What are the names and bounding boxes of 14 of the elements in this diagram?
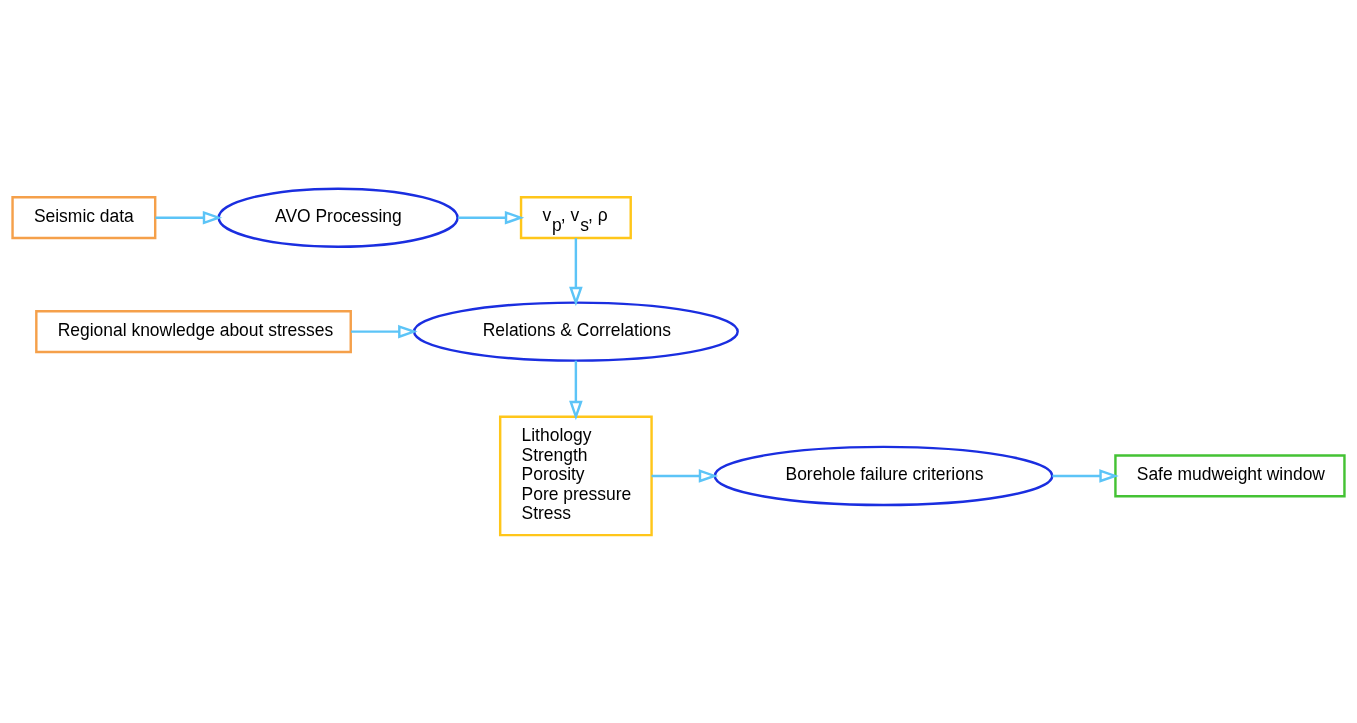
arrow — [1052, 468, 1119, 483]
node-ellipse: Borehole failure criterions — [713, 445, 1054, 506]
arrow — [457, 210, 525, 224]
node-ellipse: Relations & Correlations — [412, 300, 739, 362]
arrow — [155, 210, 223, 224]
arrow — [651, 468, 719, 483]
node-box: Safe mudweight window — [1114, 453, 1346, 497]
node-box: Seismic data — [11, 195, 157, 239]
node-ellipse: AVO Processing — [217, 186, 459, 248]
arrow — [351, 324, 418, 338]
node-box: Regional knowledge about stresses — [35, 309, 352, 353]
arrow — [569, 237, 583, 306]
node-box: Lithology Strength Porosity Pore pressure Stress — [498, 415, 653, 536]
arrow — [569, 360, 583, 420]
